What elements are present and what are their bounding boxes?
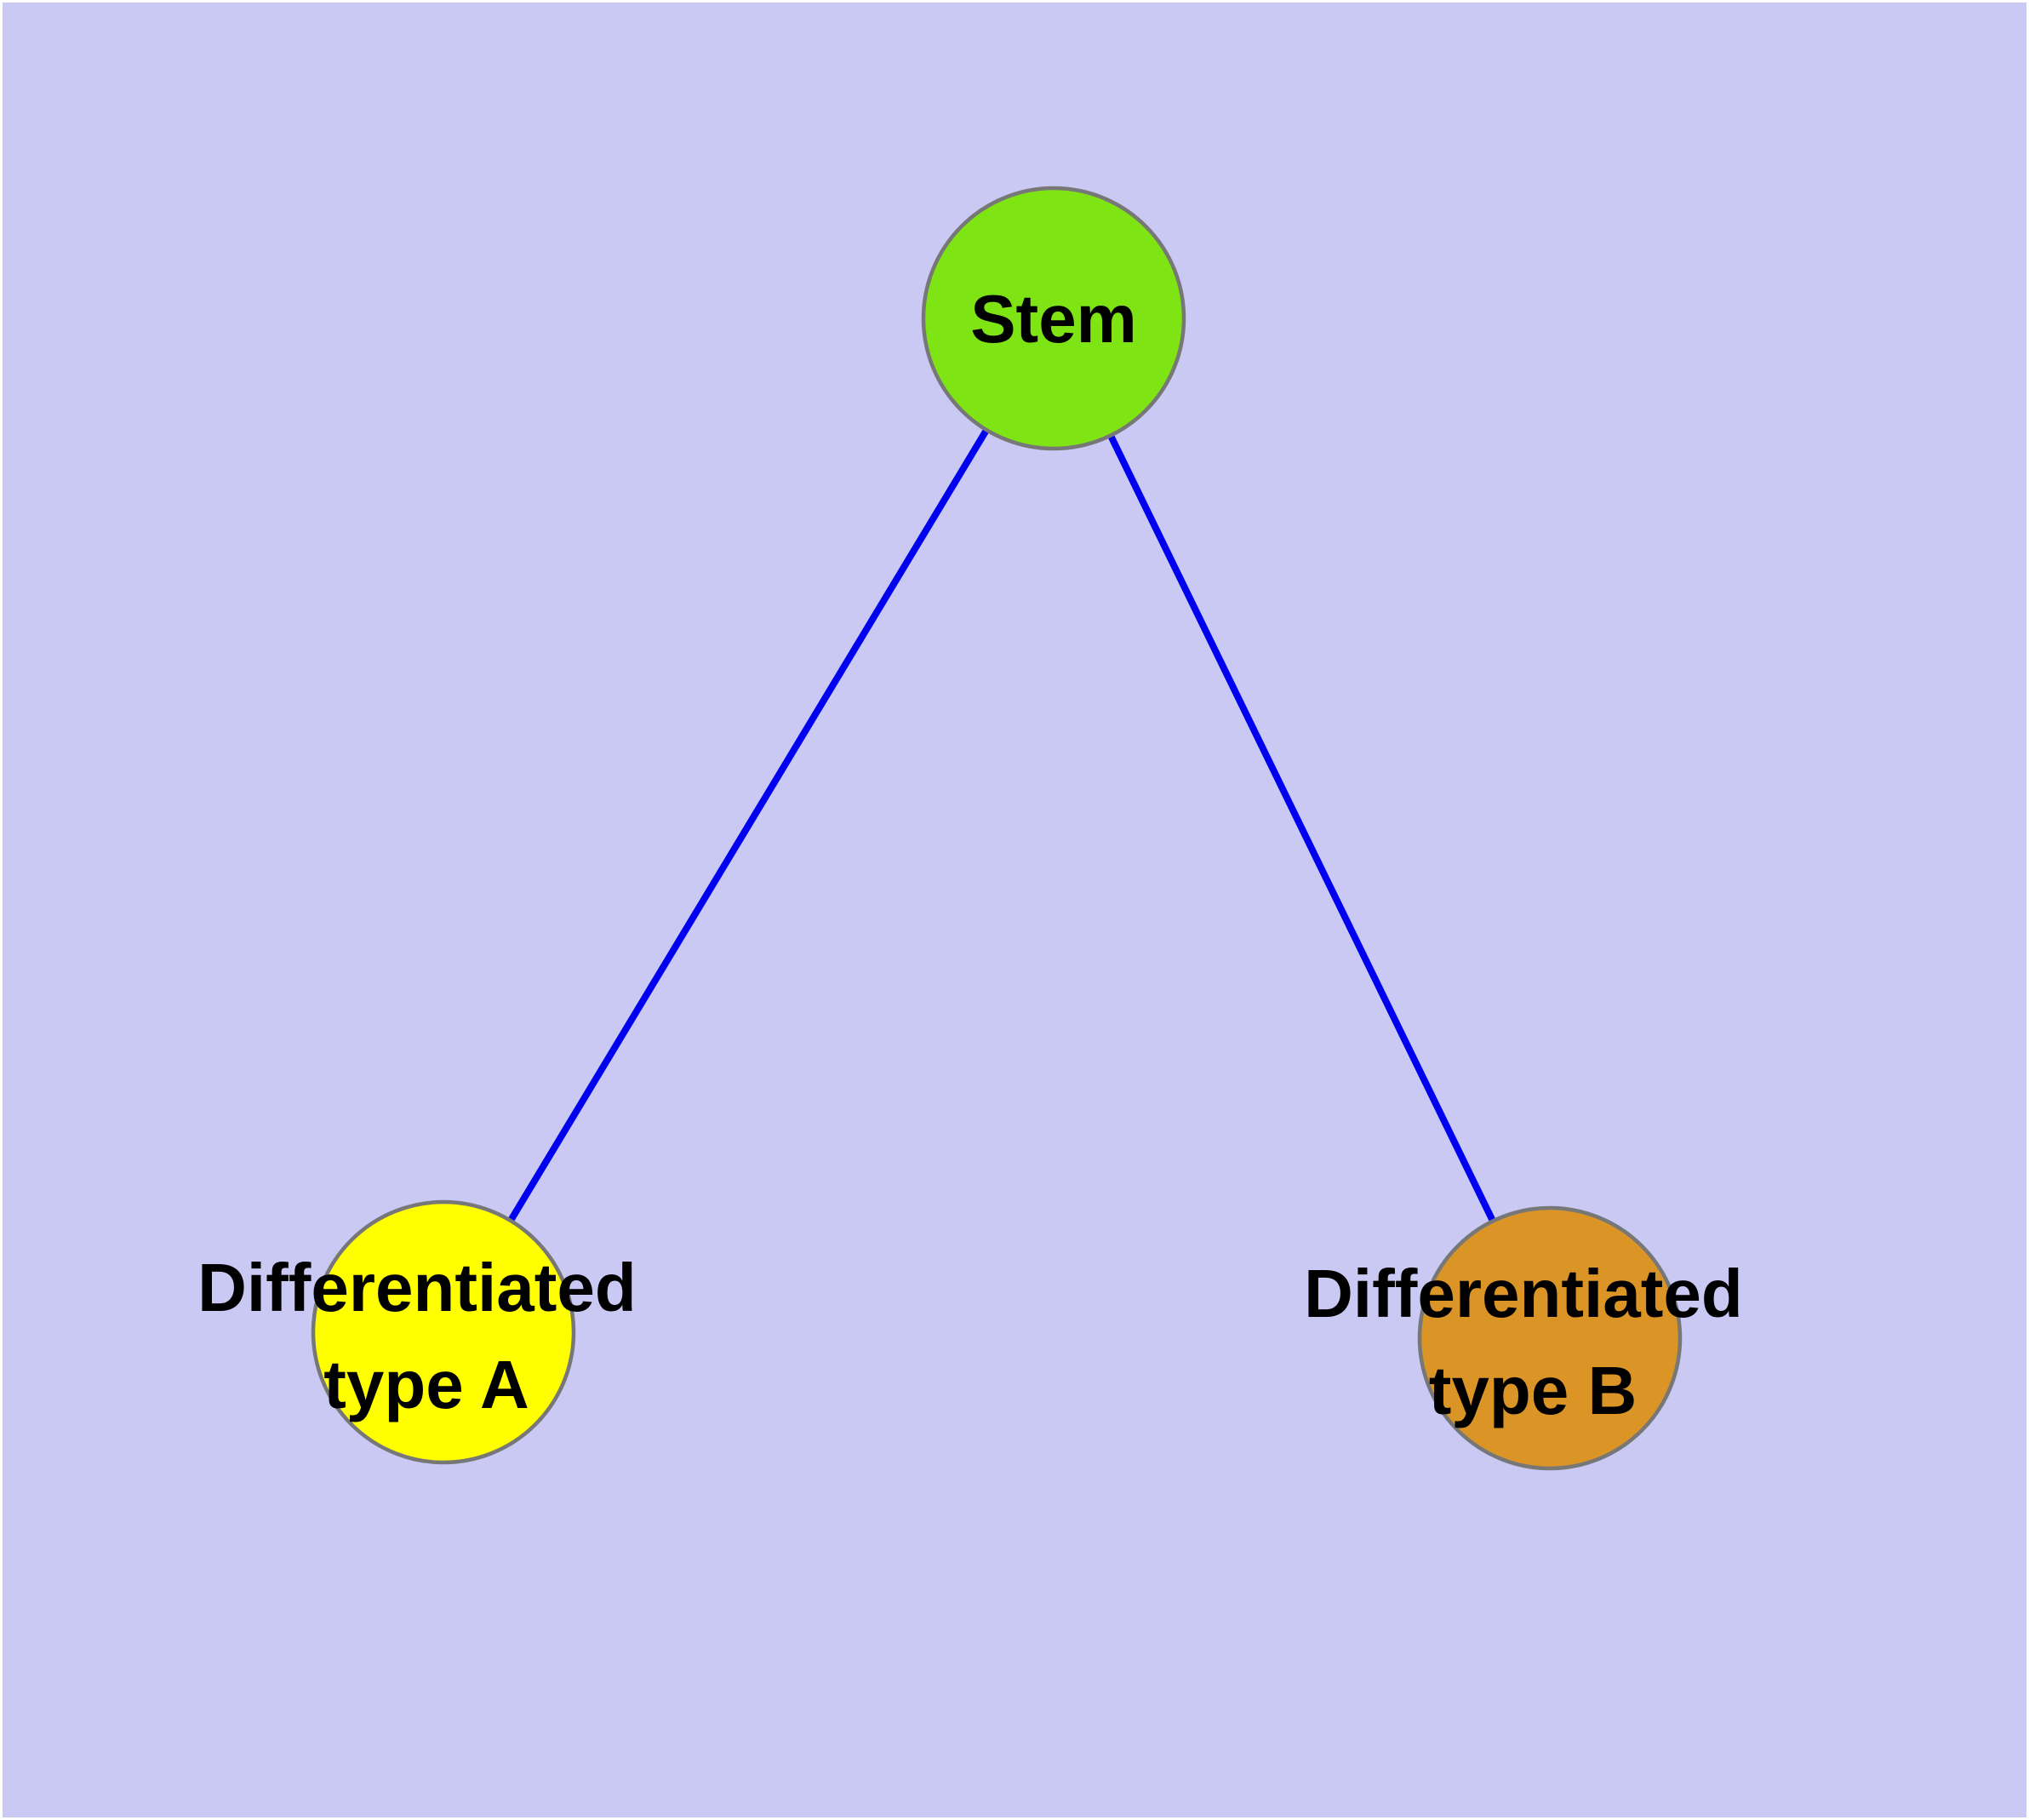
edge-layer [440, 316, 1553, 1340]
node-differentiated-type-b-circle [1417, 1205, 1683, 1471]
node-differentiated-type-b: Differentiated type B [1304, 1205, 1762, 1471]
node-differentiated-type-b-label-line1: Differentiated [1304, 1256, 1743, 1331]
node-layer: Stem Differentiated type A Differentiate… [197, 186, 1762, 1471]
node-stem: Stem [921, 186, 1186, 451]
node-differentiated-type-a-label-line2: type A [323, 1347, 529, 1422]
edge-stem-to-type-a [440, 316, 1057, 1335]
edge-stem-to-type-b [1050, 317, 1553, 1340]
node-differentiated-type-a-circle [311, 1199, 576, 1465]
node-differentiated-type-a: Differentiated type A [197, 1199, 655, 1465]
node-differentiated-type-a-label: Differentiated type A [197, 1250, 655, 1422]
node-differentiated-type-b-label: Differentiated type B [1304, 1256, 1762, 1428]
node-stem-label: Stem [970, 281, 1137, 357]
node-differentiated-type-a-label-line1: Differentiated [197, 1250, 637, 1325]
node-stem-circle [921, 186, 1186, 451]
node-differentiated-type-b-label-line2: type B [1429, 1353, 1637, 1428]
